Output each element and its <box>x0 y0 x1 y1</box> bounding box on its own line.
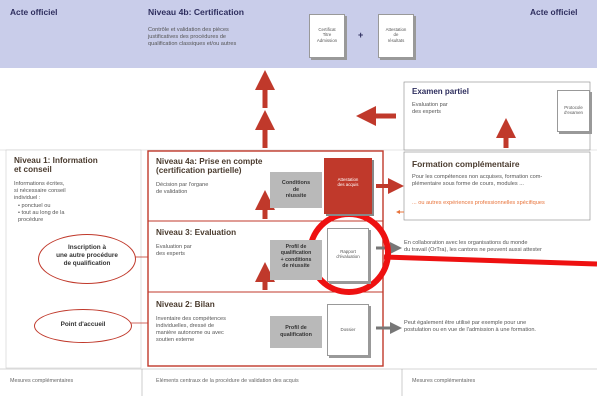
niveau-2-right-text: Peut également être utilisé par exemple … <box>404 320 536 333</box>
formation-description: Pour les compétences non acquises, forma… <box>412 174 543 187</box>
examen-partiel-title: Examen partiel <box>412 87 469 96</box>
niveau-3-title: Niveau 3: Evaluation <box>156 228 237 237</box>
bottom-right-label: Mesures complémentaires <box>412 378 476 384</box>
plus-sign: + <box>358 30 364 40</box>
dossier-document: Dossier <box>327 304 369 356</box>
niveau-4b-title: Niveau 4b: Certification <box>148 7 244 17</box>
certification-band <box>0 0 597 68</box>
formation-autres-experiences: ... ou autres expériences professionnell… <box>412 200 545 206</box>
point-accueil-pill: Point d'accueil <box>34 309 132 343</box>
niveau-2-title: Niveau 2: Bilan <box>156 300 215 309</box>
niveau-4a-title: Niveau 4a: Prise en compte(certification… <box>156 157 263 175</box>
bottom-left-label: Mesures complémentaires <box>10 378 74 384</box>
acte-officiel-right: Acte officiel <box>530 7 578 17</box>
niveau-1-description: Informations écrites,si nécessaire conse… <box>14 181 66 201</box>
niveau-3-right-text: En collaboration avec les organisations … <box>404 240 542 253</box>
niveau-1-bullets: • ponctuel ou • tout au long de la procé… <box>18 203 65 223</box>
bottom-center-label: Eléments centraux de la procédure de val… <box>156 378 299 384</box>
acte-officiel-left: Acte officiel <box>10 7 58 17</box>
formation-title: Formation complémentaire <box>412 159 520 169</box>
